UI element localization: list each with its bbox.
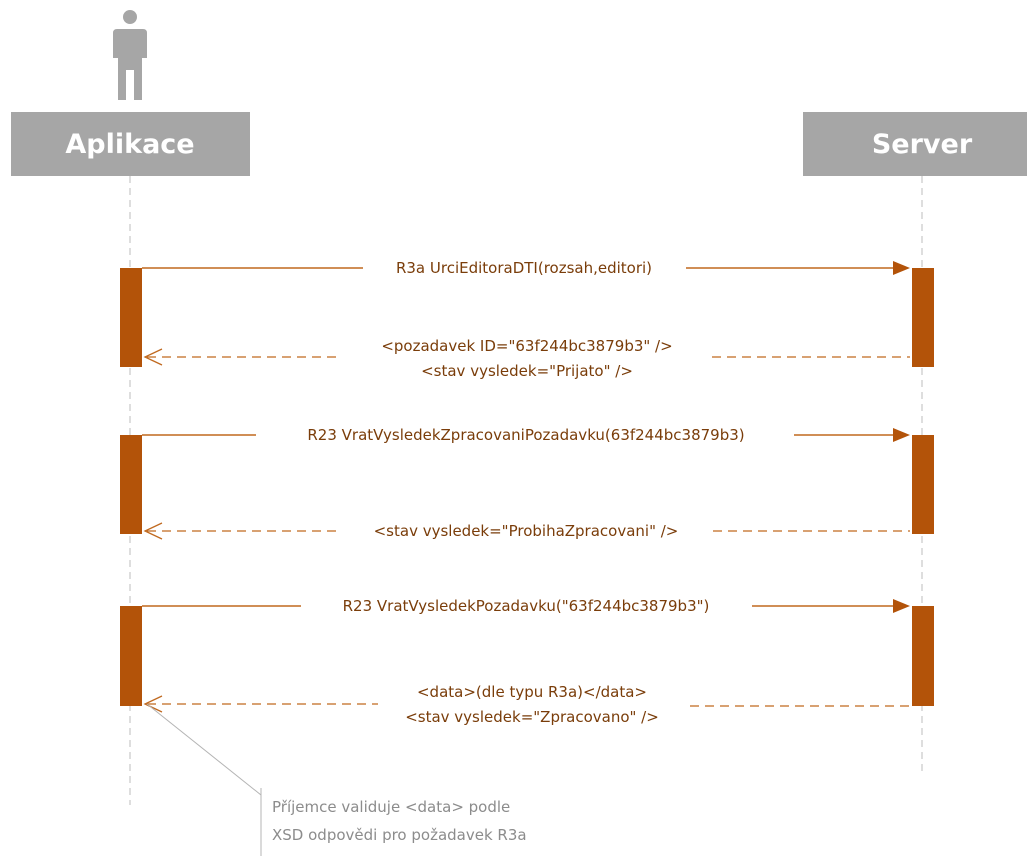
activation-client-1 bbox=[120, 268, 142, 367]
client-header bbox=[11, 112, 250, 176]
note-connector bbox=[146, 703, 262, 796]
activation-client-3 bbox=[120, 606, 142, 706]
open-arrowhead-icon bbox=[143, 695, 163, 713]
note-text-line1: Příjemce validuje <data> podle bbox=[272, 798, 510, 816]
message-request-3: R23 VratVysledekPozadavku("63f244bc3879b… bbox=[142, 597, 910, 615]
message-response-3: <data>(dle typu R3a)</data> <stav vysled… bbox=[143, 683, 910, 726]
arrowhead-icon bbox=[893, 599, 910, 613]
note-annotation: Příjemce validuje <data> podle XSD odpov… bbox=[146, 703, 527, 856]
server-header-label: Server bbox=[872, 129, 973, 160]
activation-client-2 bbox=[120, 435, 142, 534]
activation-server-1 bbox=[912, 268, 934, 367]
message-label-line2: <stav vysledek="Prijato" /> bbox=[421, 362, 633, 380]
message-label-line2: <stav vysledek="Zpracovano" /> bbox=[405, 708, 659, 726]
open-arrowhead-icon bbox=[143, 348, 163, 366]
message-label-line1: <data>(dle typu R3a)</data> bbox=[417, 683, 647, 701]
activation-server-3 bbox=[912, 606, 934, 706]
arrowhead-icon bbox=[893, 261, 910, 275]
actor-person-icon bbox=[113, 10, 147, 100]
message-label: R23 VratVysledekPozadavku("63f244bc3879b… bbox=[343, 597, 710, 615]
open-arrowhead-icon bbox=[143, 522, 163, 540]
message-label: R3a UrciEditoraDTI(rozsah,editori) bbox=[396, 259, 652, 277]
message-request-1: R3a UrciEditoraDTI(rozsah,editori) bbox=[142, 259, 910, 277]
message-label: R23 VratVysledekZpracovaniPozadavku(63f2… bbox=[307, 426, 744, 444]
message-label-line1: <pozadavek ID="63f244bc3879b3" /> bbox=[381, 337, 672, 355]
message-label: <stav vysledek="ProbihaZpracovani" /> bbox=[374, 522, 679, 540]
client-header-label: Aplikace bbox=[65, 129, 194, 160]
arrowhead-icon bbox=[893, 428, 910, 442]
message-request-2: R23 VratVysledekZpracovaniPozadavku(63f2… bbox=[142, 426, 910, 444]
message-response-1: <pozadavek ID="63f244bc3879b3" /> <stav … bbox=[143, 337, 910, 380]
activation-server-2 bbox=[912, 435, 934, 534]
note-text-line2: XSD odpovědi pro požadavek R3a bbox=[272, 826, 527, 844]
server-header bbox=[803, 112, 1027, 176]
message-response-2: <stav vysledek="ProbihaZpracovani" /> bbox=[143, 522, 910, 540]
